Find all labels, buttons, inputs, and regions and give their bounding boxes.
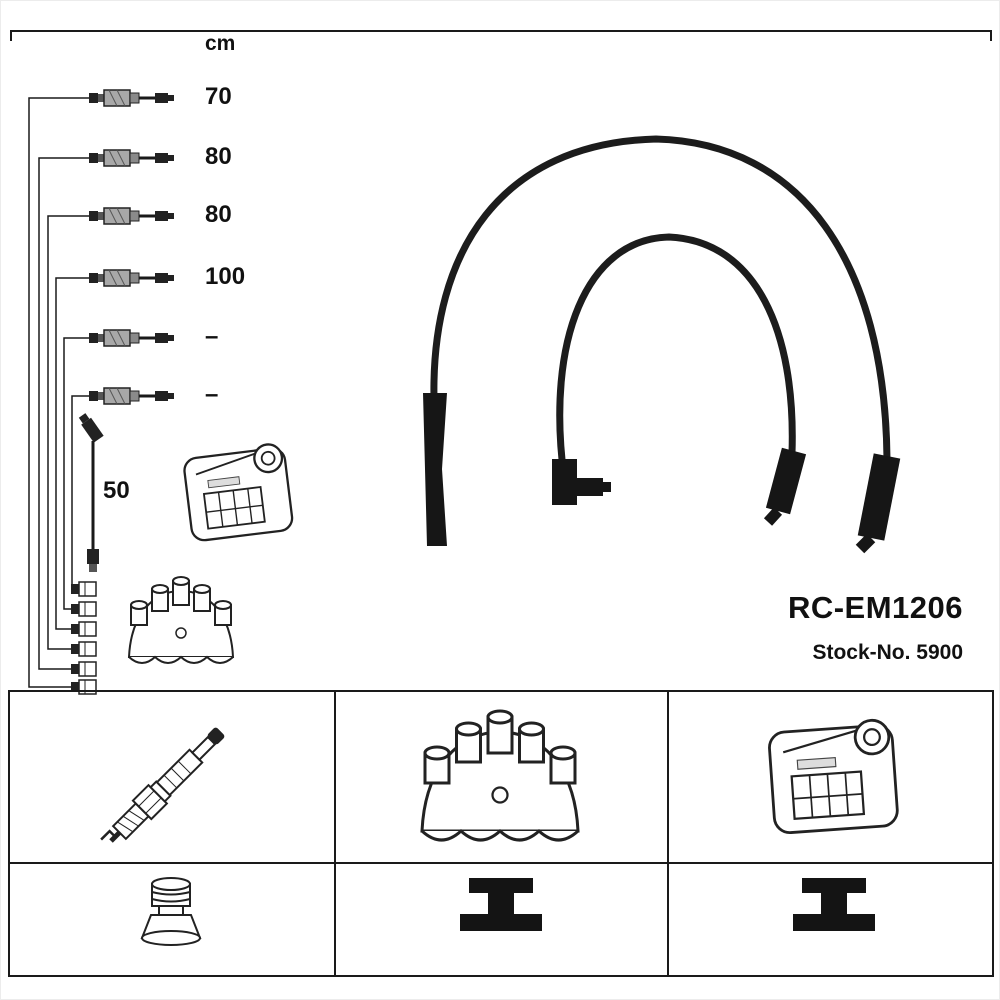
coil-wire-icon bbox=[78, 413, 104, 572]
product-reference: RC-EM1206 bbox=[787, 590, 963, 625]
distributor-cap-small-icon bbox=[128, 576, 234, 664]
mini-terminal-icons bbox=[70, 581, 97, 695]
reference-grid bbox=[8, 690, 994, 977]
cable-length-1: 70 bbox=[205, 83, 232, 110]
cable-length-6: – bbox=[205, 381, 219, 408]
cable-length-5: – bbox=[205, 323, 219, 350]
coil-terminal-icon bbox=[793, 878, 875, 931]
ignition-coil-small-icon bbox=[181, 441, 295, 543]
distributor-cap-large-icon bbox=[420, 709, 580, 842]
cable-length-4: 100 bbox=[205, 263, 246, 290]
straight-boot bbox=[423, 393, 447, 546]
elbow-boot bbox=[552, 459, 611, 505]
cable-length-3: 80 bbox=[205, 201, 232, 228]
angled-boot-inner bbox=[763, 447, 807, 526]
lead-set-drawing bbox=[423, 135, 901, 554]
distributor-terminal-icon bbox=[460, 878, 542, 931]
top-frame-rule bbox=[10, 30, 992, 41]
spark-plug-icon bbox=[100, 727, 225, 843]
coil-wire-length-label: 50 bbox=[103, 477, 130, 504]
unit-label: cm bbox=[205, 32, 236, 55]
ignition-lead-icons bbox=[87, 88, 176, 406]
spark-plug-boot-icon bbox=[140, 877, 202, 946]
angled-boot-outer bbox=[855, 453, 901, 554]
lead-bracket-lines bbox=[28, 97, 89, 688]
product-stock-number: Stock-No. 5900 bbox=[812, 641, 963, 664]
cable-length-2: 80 bbox=[205, 143, 232, 170]
ignition-coil-large-icon bbox=[766, 717, 900, 836]
